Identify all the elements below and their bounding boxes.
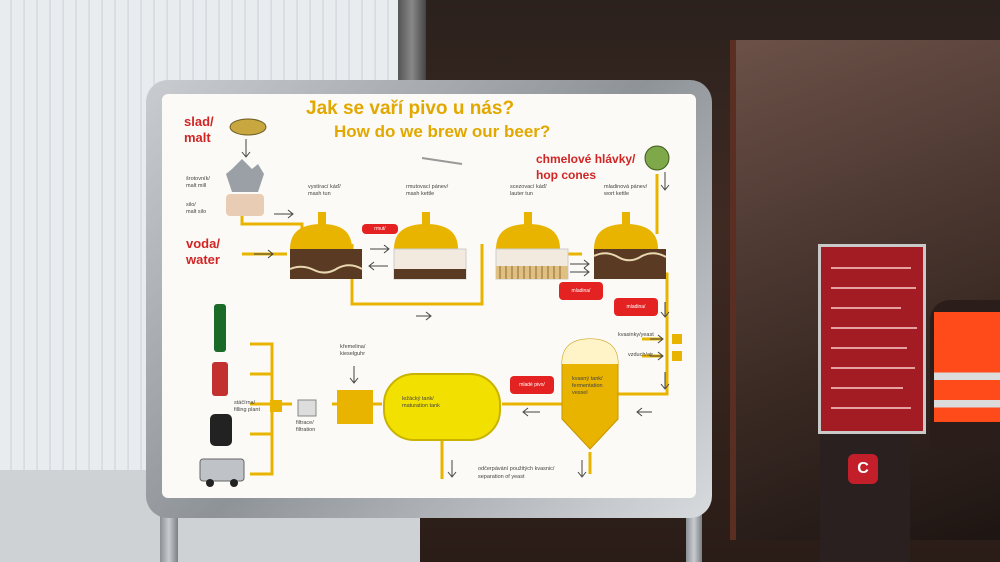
- safety-vest: [934, 312, 1000, 422]
- title-czech: Jak se vaří pivo u nás?: [306, 98, 515, 119]
- malt-silo-icon: [226, 194, 264, 216]
- bottle-icon: [214, 304, 226, 352]
- lauter-tun-label-en: lauter tun: [510, 191, 533, 197]
- young-beer-tag: mladé pivo/: [510, 376, 554, 394]
- kieselguhr-label-en: kieselguhr: [340, 351, 366, 357]
- water-label-en: water: [186, 252, 220, 267]
- mash-kettle-label-en: mash kettle: [406, 191, 435, 197]
- yeast-dosing-icon: [672, 334, 682, 344]
- fermentation-label-en2: vessel: [572, 390, 588, 396]
- brewing-process-sign: Jak se vaří pivo u nás? How do we brew o…: [162, 94, 696, 498]
- yeast-label: kvasinky/yeast: [618, 332, 654, 338]
- malt-label-cz: slad/: [184, 114, 214, 129]
- air-label: vzduch/air: [628, 352, 654, 358]
- malt-mill-icon: [226, 159, 264, 192]
- malt-grain-icon: [229, 118, 267, 136]
- keg-icon: [210, 414, 232, 446]
- air-dosing-icon: [672, 351, 682, 361]
- yeast-separation-label-en: separation of yeast: [478, 474, 525, 480]
- can-icon: [212, 362, 228, 396]
- hop-label-cz: chmelové hlávky/: [536, 152, 636, 166]
- maturation-label-en: maturation tank: [402, 403, 440, 409]
- info-board: [818, 244, 926, 434]
- silo-label-en: malt silo: [186, 209, 207, 215]
- mill-label-en: malt mill: [186, 183, 207, 189]
- hop-label-en: hop cones: [536, 168, 597, 182]
- water-label-cz: voda/: [186, 236, 220, 251]
- arrows: [241, 139, 670, 478]
- hop-cone-icon: [644, 145, 670, 171]
- sign-post-left: [160, 505, 178, 562]
- fermentation-vessel-icon: [561, 338, 619, 450]
- kieselguhr-label-cz: křemelina/: [340, 344, 366, 350]
- wort-kettle-label-cz: mladinová pánev/: [604, 184, 648, 190]
- maturation-label-cz: ležácký tank/: [402, 396, 434, 402]
- filtration-icon: [297, 399, 317, 417]
- maturation-tank-icon: [383, 373, 501, 441]
- wort-tag-2: mladina/: [614, 298, 658, 316]
- mash-kettle-icon: [393, 212, 467, 280]
- kieselguhr-filter-icon: [337, 390, 373, 424]
- filling-plant-label-cz: stáčírna/: [234, 400, 256, 406]
- wort-kettle-label-en: wort kettle: [604, 191, 630, 197]
- mill-label-cz: šrotovník/: [186, 176, 210, 182]
- silo-label-cz: silo/: [186, 202, 196, 208]
- malt-label-en: malt: [184, 130, 211, 145]
- mash-tun-icon: [289, 212, 363, 279]
- mash-tun-label-cz: vystírací káď/: [308, 184, 341, 190]
- brand-logo: C: [848, 454, 878, 484]
- sign-post-right: [686, 505, 702, 562]
- title-english: How do we brew our beer?: [334, 122, 551, 141]
- wort-tag: mladina/: [559, 282, 603, 300]
- pump-icon: [270, 400, 282, 412]
- fermentation-label-cz: kvasný tank/: [572, 376, 603, 382]
- mash-kettle-label-cz: rmutovací pánev/: [406, 184, 449, 190]
- fermentation-label-en: fermentation: [572, 383, 603, 389]
- mash-tag: rmut/: [362, 224, 398, 234]
- spoon-icon: [421, 157, 463, 165]
- filling-plant-label-en: filling plant: [234, 407, 260, 413]
- pipes: [240, 174, 669, 479]
- filtration-label-en: filtration: [296, 427, 316, 433]
- tanker-truck-icon: [199, 458, 245, 482]
- process-diagram: [199, 118, 682, 487]
- yeast-separation-label-cz: odčerpávání použitých kvasnic/: [478, 466, 555, 472]
- filtration-label-cz: filtrace/: [296, 420, 314, 426]
- mash-tun-label-en: mash tun: [308, 191, 331, 197]
- lauter-tun-icon: [495, 212, 569, 280]
- lauter-tun-label-cz: scezovací káď/: [510, 184, 547, 190]
- wort-kettle-icon: [593, 212, 667, 279]
